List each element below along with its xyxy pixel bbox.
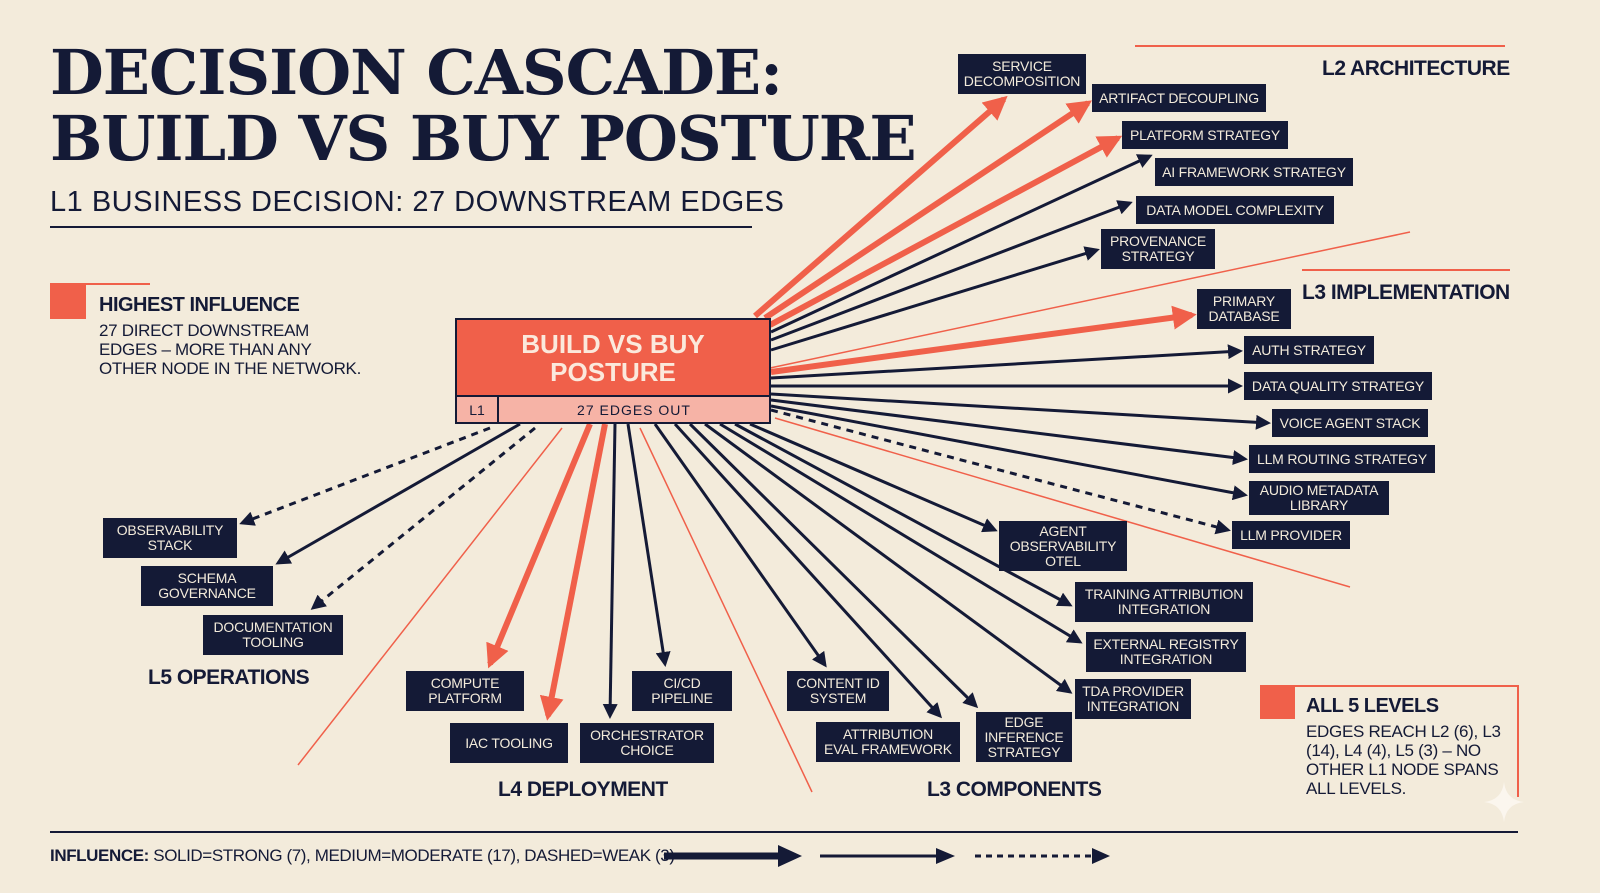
edge-to-iac-tooling: [539, 423, 608, 721]
highest-heading: HIGHEST INFLUENCE: [99, 294, 300, 316]
title-line-2: BUILD VS BUY POSTURE: [50, 102, 917, 175]
node-attribution-eval-framework[interactable]: ATTRIBUTION EVAL FRAMEWORK: [816, 722, 960, 762]
levels-marker: [1260, 685, 1295, 719]
levels-heading: ALL 5 LEVELS: [1306, 695, 1439, 717]
node-llm-provider[interactable]: LLM PROVIDER: [1232, 521, 1350, 549]
edge-to-provenance-strategy: [770, 246, 1100, 352]
central-node-label: BUILD VS BUY POSTURE: [521, 329, 705, 387]
edge-to-schema-governance: [275, 422, 521, 565]
node-platform-strategy[interactable]: PLATFORM STRATEGY: [1122, 121, 1288, 149]
edge-to-external-registry-integration: [719, 422, 1083, 644]
legend-weak-arrow: [975, 848, 1110, 864]
edge-to-compute-platform: [486, 422, 593, 669]
edge-to-artifact-decoupling: [763, 100, 1092, 321]
edge-to-auth-strategy: [770, 344, 1243, 380]
node-agent-observability-otel[interactable]: AGENT OBSERVABILITY OTEL: [999, 521, 1127, 571]
edge-to-observability-stack: [239, 426, 491, 526]
node-compute-platform[interactable]: COMPUTE PLATFORM: [406, 671, 524, 711]
legend-divider: [50, 831, 1518, 833]
node-ai-framework-strategy[interactable]: AI FRAMEWORK STRATEGY: [1155, 158, 1353, 186]
sparkle-icon: [1484, 782, 1524, 822]
edge-to-data-model-complexity: [770, 200, 1133, 342]
node-documentation-tooling[interactable]: DOCUMENTATION TOOLING: [203, 615, 343, 655]
node-ci-cd-pipeline[interactable]: CI/CD PIPELINE: [632, 671, 732, 711]
node-voice-agent-stack[interactable]: VOICE AGENT STACK: [1272, 409, 1428, 437]
edge-to-ai-framework-strategy: [770, 154, 1153, 334]
edge-to-primary-database: [770, 305, 1197, 375]
node-training-attribution-integration[interactable]: TRAINING ATTRIBUTION INTEGRATION: [1075, 582, 1253, 622]
page-title: DECISION CASCADE:BUILD VS BUY POSTURE: [50, 40, 917, 175]
node-content-id-system[interactable]: CONTENT ID SYSTEM: [787, 671, 889, 711]
subtitle: L1 BUSINESS DECISION: 27 DOWNSTREAM EDGE…: [50, 186, 785, 218]
highest-text: 27 DIRECT DOWNSTREAM EDGES – MORE THAN A…: [99, 321, 362, 378]
edge-to-edge-inference-strategy: [688, 422, 979, 709]
edge-to-orchestrator-choice: [602, 423, 618, 719]
decorative-lines: [297, 231, 1411, 793]
central-node-level: L1: [457, 397, 499, 422]
legend-text: SOLID=STRONG (7), MEDIUM=MODERATE (17), …: [153, 846, 675, 865]
central-node-edge-count: 27 EDGES OUT: [577, 401, 691, 418]
edge-to-voice-agent-stack: [770, 392, 1271, 430]
edge-to-agent-observability-otel: [749, 422, 998, 533]
node-auth-strategy[interactable]: AUTH STRATEGY: [1244, 336, 1374, 364]
node-schema-governance[interactable]: SCHEMA GOVERNANCE: [141, 566, 273, 606]
level-label-l2: L2 ARCHITECTURE: [1322, 57, 1510, 80]
node-llm-routing-strategy[interactable]: LLM ROUTING STRATEGY: [1249, 445, 1435, 473]
edge-to-tda-provider-integration: [704, 422, 1073, 694]
node-data-model-complexity[interactable]: DATA MODEL COMPLEXITY: [1136, 196, 1334, 224]
l3-impl-rule: [1302, 269, 1510, 271]
levels-text: EDGES REACH L2 (6), L3 (14), L4 (4), L5 …: [1306, 722, 1501, 798]
node-provenance-strategy[interactable]: PROVENANCE STRATEGY: [1101, 229, 1215, 269]
node-service-decomposition[interactable]: SERVICE DECOMPOSITION: [958, 54, 1086, 94]
central-node-footer: L1 27 EDGES OUT: [457, 395, 769, 422]
node-edge-inference-strategy[interactable]: EDGE INFERENCE STRATEGY: [976, 712, 1072, 762]
node-audio-metadata-library[interactable]: AUDIO METADATA LIBRARY: [1249, 481, 1389, 515]
node-orchestrator-choice[interactable]: ORCHESTRATOR CHOICE: [580, 723, 714, 763]
level-label-l4: L4 DEPLOYMENT: [498, 778, 668, 801]
level-label-l5: L5 OPERATIONS: [148, 666, 310, 689]
highest-marker: [50, 285, 86, 319]
edge-to-audio-metadata-library: [770, 404, 1248, 501]
edge-to-service-decomposition: [753, 95, 1008, 319]
legend-arrows: [664, 845, 1110, 867]
node-external-registry-integration[interactable]: EXTERNAL REGISTRY INTEGRATION: [1086, 632, 1246, 672]
edge-to-ci-cd-pipeline: [626, 423, 671, 667]
l2-rule: [1135, 45, 1505, 47]
level-label-l3-implementation: L3 IMPLEMENTATION: [1302, 281, 1510, 304]
level-label-l3-components: L3 COMPONENTS: [927, 778, 1102, 801]
edge-to-attribution-eval-framework: [673, 422, 943, 719]
title-divider: [50, 226, 752, 228]
edge-to-llm-provider: [770, 408, 1231, 535]
node-artifact-decoupling[interactable]: ARTIFACT DECOUPLING: [1092, 84, 1266, 112]
legend-strong-arrow: [664, 845, 802, 867]
levels-frame: [1260, 685, 1519, 797]
node-primary-database[interactable]: PRIMARY DATABASE: [1197, 289, 1291, 329]
highest-rule: [50, 283, 150, 285]
central-node-build-vs-buy[interactable]: BUILD VS BUY POSTURE L1 27 EDGES OUT: [455, 318, 771, 424]
title-line-1: DECISION CASCADE:: [50, 36, 783, 109]
edge-to-documentation-tooling: [310, 426, 536, 610]
edge-to-llm-routing-strategy: [770, 398, 1248, 465]
legend: INFLUENCE: SOLID=STRONG (7), MEDIUM=MODE…: [50, 846, 675, 866]
node-observability-stack[interactable]: OBSERVABILITY STACK: [103, 518, 237, 558]
node-tda-provider-integration[interactable]: TDA PROVIDER INTEGRATION: [1075, 679, 1191, 719]
edge-to-content-id-system: [653, 423, 827, 668]
node-iac-tooling[interactable]: IAC TOOLING: [450, 723, 568, 763]
legend-label: INFLUENCE:: [50, 846, 149, 865]
node-data-quality-strategy[interactable]: DATA QUALITY STRATEGY: [1244, 372, 1432, 400]
legend-moderate-arrow: [820, 848, 955, 864]
edge-to-training-attribution-integration: [734, 422, 1073, 607]
edge-to-platform-strategy: [768, 135, 1123, 328]
